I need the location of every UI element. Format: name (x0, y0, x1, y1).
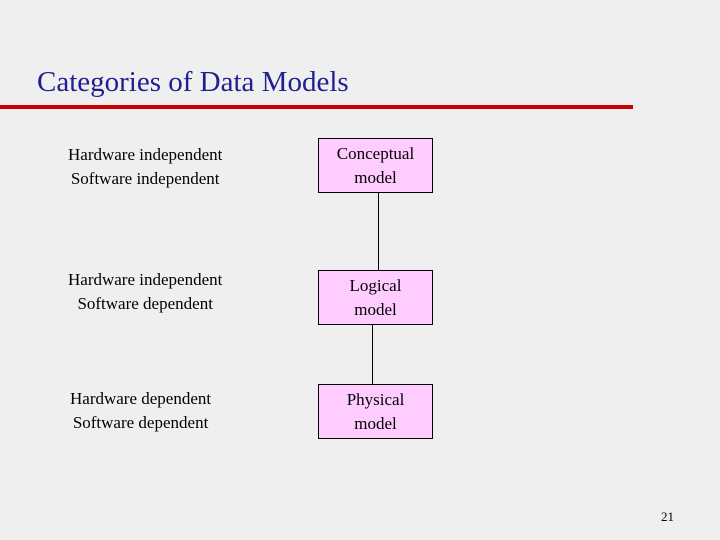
conceptual-model-box: Conceptual model (318, 138, 433, 193)
software-dependency-text: Software dependent (77, 294, 213, 313)
box-label-line2: model (354, 299, 397, 319)
box-label-line1: Conceptual (336, 143, 415, 163)
box-label-line2: model (354, 167, 397, 187)
connector-logical-physical (372, 325, 373, 384)
slide-title: Categories of Data Models (37, 66, 349, 98)
row-label-physical: Hardware dependent Software dependent (70, 387, 211, 435)
hardware-dependency-text: Hardware independent (68, 145, 223, 164)
software-dependency-text: Software dependent (72, 413, 209, 432)
software-dependency-text: Software independent (70, 169, 220, 188)
page-number: 21 (661, 509, 674, 524)
hardware-dependency-text: Hardware independent (68, 270, 223, 289)
title-underline (0, 105, 633, 109)
hardware-dependency-text: Hardware dependent (70, 389, 212, 408)
connector-conceptual-logical (378, 193, 379, 270)
box-label-line1: Physical (346, 389, 405, 409)
box-label-line2: model (354, 413, 397, 433)
physical-model-box: Physical model (318, 384, 433, 439)
row-label-conceptual: Hardware independent Software independen… (68, 143, 222, 191)
row-label-logical: Hardware independent Software dependent (68, 268, 222, 316)
box-label-line1: Logical (349, 275, 402, 295)
logical-model-box: Logical model (318, 270, 433, 325)
